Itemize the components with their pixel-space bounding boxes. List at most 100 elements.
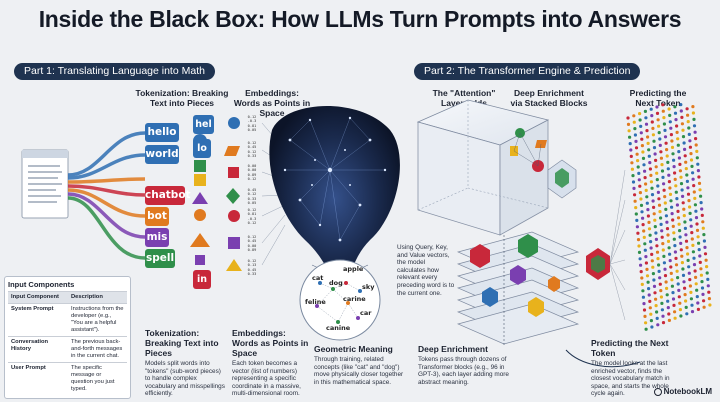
vocab-dot (696, 301, 700, 305)
vocab-dot (660, 169, 665, 173)
vocab-dot (683, 286, 687, 290)
vocab-dot (662, 254, 666, 258)
vocab-dot (668, 259, 672, 263)
vocab-dot (648, 233, 652, 237)
vocab-dot (677, 156, 682, 160)
vocab-dot (691, 250, 696, 254)
vocab-dot (687, 271, 691, 275)
vocab-dot (670, 284, 675, 288)
vocab-dot (690, 303, 694, 307)
vocab-dot (652, 139, 656, 143)
vocab-dot (667, 173, 671, 177)
vocab-dot (643, 314, 647, 318)
vocab-dot (661, 242, 665, 246)
vocab-dot (693, 196, 697, 200)
vocab-dot (697, 241, 701, 245)
vocab-dot (647, 227, 652, 231)
caption-embeddings: Embeddings: Words as Points in Space Eac… (232, 328, 309, 398)
vocab-dot (703, 245, 707, 249)
vocab-dot (668, 192, 673, 196)
vocab-dot (636, 231, 640, 235)
vocab-dot (653, 218, 657, 222)
vocab-dot (702, 299, 706, 303)
token-spell: spell (145, 249, 175, 268)
vocab-dot (652, 212, 656, 216)
token-hello: hello (145, 123, 179, 142)
vocab-dot (682, 280, 686, 284)
vocab-dot (637, 250, 642, 254)
vocab-dot (660, 301, 664, 305)
vocab-dot (700, 280, 704, 284)
vocab-dot (666, 233, 670, 237)
vocab-dot (686, 186, 690, 190)
vocab-dot (702, 233, 706, 237)
caption-deep: Deep Enrichment Tokens pass through doze… (418, 344, 509, 386)
vocab-dot (654, 237, 659, 241)
vocab-dot (696, 235, 700, 239)
vocab-dot (653, 291, 657, 295)
vocab-dot (655, 310, 659, 314)
vocab-dot (692, 124, 697, 128)
vocab-dot (661, 175, 665, 179)
vocab-dot (665, 148, 669, 152)
neural-network-cloud (269, 105, 400, 290)
vocab-dot (638, 184, 642, 188)
vocab-dot (650, 186, 654, 190)
vocab-dot (670, 205, 674, 209)
vocab-dot (700, 286, 705, 290)
word-carine: carine (343, 295, 366, 303)
vocab-dot (672, 237, 676, 241)
vocab-dot (699, 201, 703, 205)
vocab-dot (683, 226, 688, 230)
vocab-dot (656, 184, 660, 188)
vocab-dot (686, 192, 691, 196)
vocab-dot (640, 137, 644, 141)
vocab-dot (676, 143, 680, 147)
vocab-dot (666, 306, 670, 310)
vocab-dot (697, 248, 701, 252)
vocab-dot (695, 228, 700, 232)
vocab-dot (688, 278, 692, 282)
vocab-dot (659, 295, 664, 299)
vocab-dot (692, 263, 697, 267)
vocab-dot (674, 190, 678, 194)
vocab-dot (674, 263, 679, 267)
vocab-dot (630, 167, 635, 171)
vocab-dot (638, 112, 642, 116)
vocab-dot (661, 109, 665, 113)
vocab-dot (686, 120, 690, 124)
vocab-dot (629, 148, 633, 152)
vocab-dot (688, 139, 692, 143)
vocab-dot (688, 205, 692, 209)
vocab-dot (631, 180, 636, 184)
vocab-dot (687, 126, 691, 130)
vocab-dot (629, 154, 633, 158)
vocab-dot (687, 132, 691, 136)
vocab-dot (642, 235, 646, 239)
vocab-dot (671, 291, 675, 295)
vocab-dot (656, 118, 660, 122)
vocab-dot (669, 265, 673, 269)
word-canine: canine (326, 324, 351, 332)
vocab-dot (663, 201, 667, 205)
vocab-dot (673, 244, 677, 248)
vocab-dot (659, 150, 663, 154)
vocab-dot (672, 231, 676, 235)
vocab-dot (670, 278, 674, 282)
vocab-dot (652, 284, 657, 288)
vocab-dot (645, 129, 649, 133)
vocab-dot (640, 144, 645, 148)
vocab-dot (655, 171, 659, 175)
vocab-dot (642, 163, 646, 167)
vocab-dot (701, 226, 705, 230)
vocab-dot (681, 194, 685, 198)
vocab-dot (671, 224, 675, 228)
vocab-dot (673, 111, 678, 115)
vocab-dot (695, 156, 699, 160)
vocab-dot (694, 282, 698, 286)
vocab-dot (679, 109, 683, 113)
vocab-dot (649, 319, 654, 323)
